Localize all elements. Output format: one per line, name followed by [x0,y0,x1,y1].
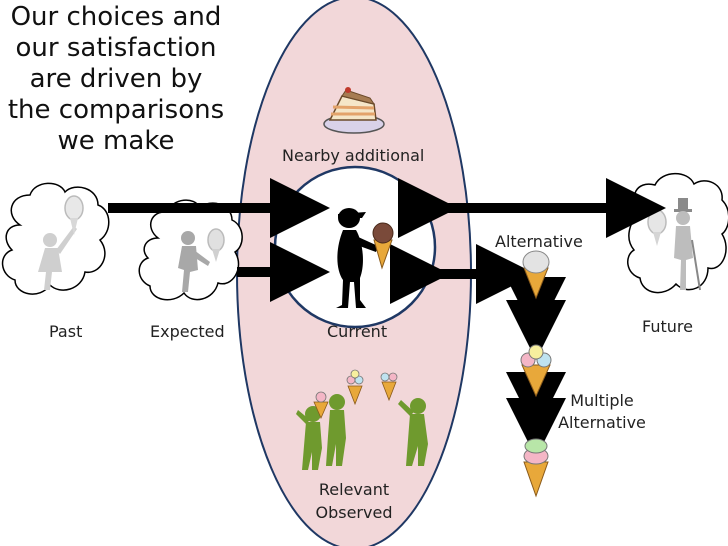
title-line: are driven by [29,64,203,94]
multiple-alternative-label: Multiple Alternative [552,391,652,432]
tall-ice-cream-icon [523,438,549,498]
future-label: Future [642,317,693,336]
multiple-scoop-ice-cream-icon [520,344,552,398]
past-label: Past [49,322,83,341]
current-person-icon [336,208,378,308]
relevant-observed-line: Observed [315,503,393,523]
past-thought-cloud-icon [1,182,110,295]
expected-thought-cloud-icon [138,199,243,301]
cake-icon [323,87,385,134]
relevant-observed-line: Relevant [318,480,390,499]
current-label: Current [327,322,388,341]
alternative-label: Alternative [495,232,583,251]
future-thought-cloud-icon [627,172,728,294]
title-line: the comparisons [7,95,225,125]
expected-label: Expected [150,322,225,341]
alternative-ice-cream-icon [522,250,550,300]
multiple-alternative-line: Multiple [570,391,634,410]
chocolate-ice-cream-icon [372,222,394,270]
title-line: our satisfaction [15,33,217,63]
title-line: we make [57,126,175,156]
relevant-observed-label: Relevant Observed [304,480,404,522]
observed-people-icon [296,394,428,470]
diagram-title: Our choices and our satisfaction are dri… [0,2,232,157]
observed-ice-creams-icon [313,369,398,419]
nearby-additional-label: Nearby additional [282,146,425,165]
multiple-alternative-line: Alternative [558,413,646,433]
title-line: Our choices and [10,2,222,32]
